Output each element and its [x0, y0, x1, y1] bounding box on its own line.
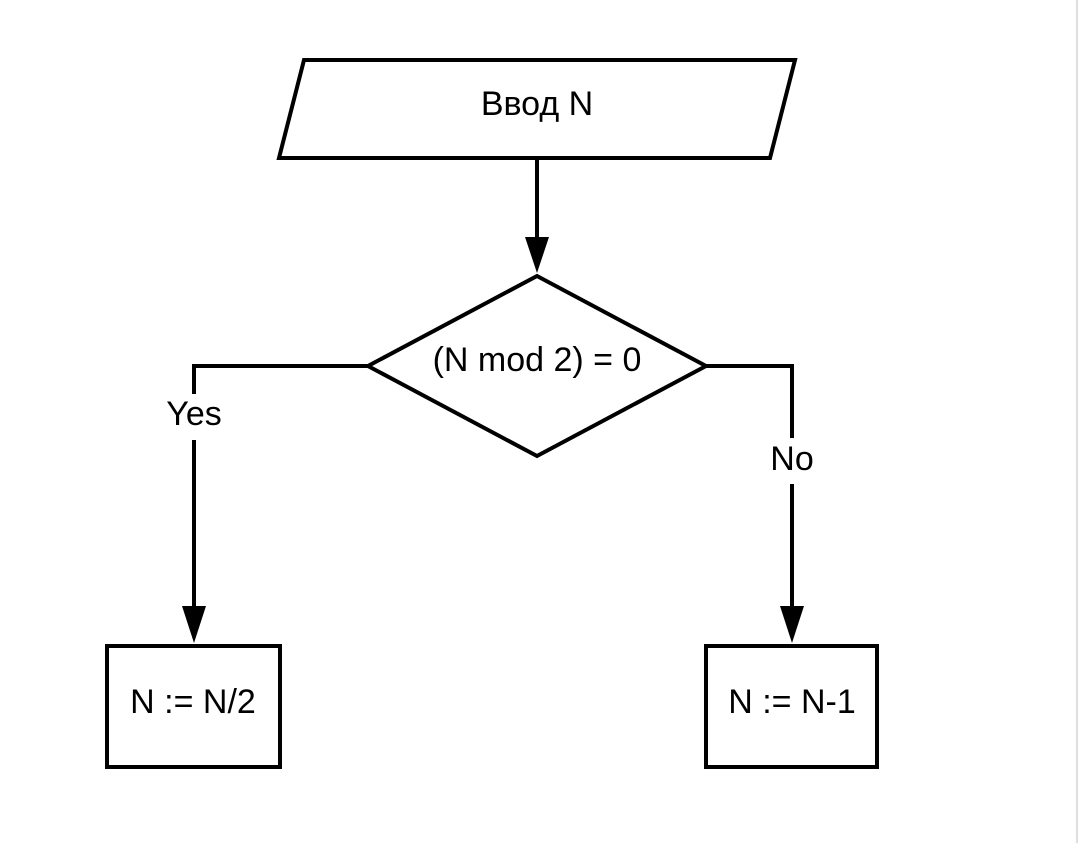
- edge-decision-yes-label: Yes: [166, 395, 221, 433]
- yes-action-node: N := N/2: [105, 644, 282, 769]
- input-parallelogram: [276, 58, 798, 160]
- no-action-node: N := N-1: [704, 644, 879, 769]
- edge-decision-no-line: [706, 364, 794, 608]
- no-action-rectangle: [704, 644, 879, 769]
- edge-decision-yes-line: [192, 364, 368, 608]
- edge-decision-no-label-bg: [762, 438, 822, 484]
- input-node: Ввод N: [276, 58, 798, 160]
- edge-decision-yes-label-bg: [160, 394, 228, 440]
- no-action-label: N := N-1: [728, 683, 856, 721]
- edge-input-to-decision: [525, 158, 549, 273]
- input-node-label: Ввод N: [481, 85, 593, 123]
- edge-input-to-decision-arrowhead: [525, 237, 549, 273]
- edge-decision-yes: Yes: [160, 364, 368, 643]
- decision-diamond: [363, 273, 711, 459]
- yes-action-label: N := N/2: [130, 683, 256, 721]
- edge-decision-no: No: [706, 364, 822, 643]
- decision-node: (N mod 2) = 0: [363, 273, 711, 459]
- edge-decision-no-label: No: [770, 440, 813, 478]
- yes-action-rectangle: [105, 644, 282, 769]
- edge-decision-no-arrowhead: [780, 606, 804, 643]
- edge-decision-yes-arrowhead: [182, 606, 206, 643]
- decision-node-label: (N mod 2) = 0: [433, 341, 642, 379]
